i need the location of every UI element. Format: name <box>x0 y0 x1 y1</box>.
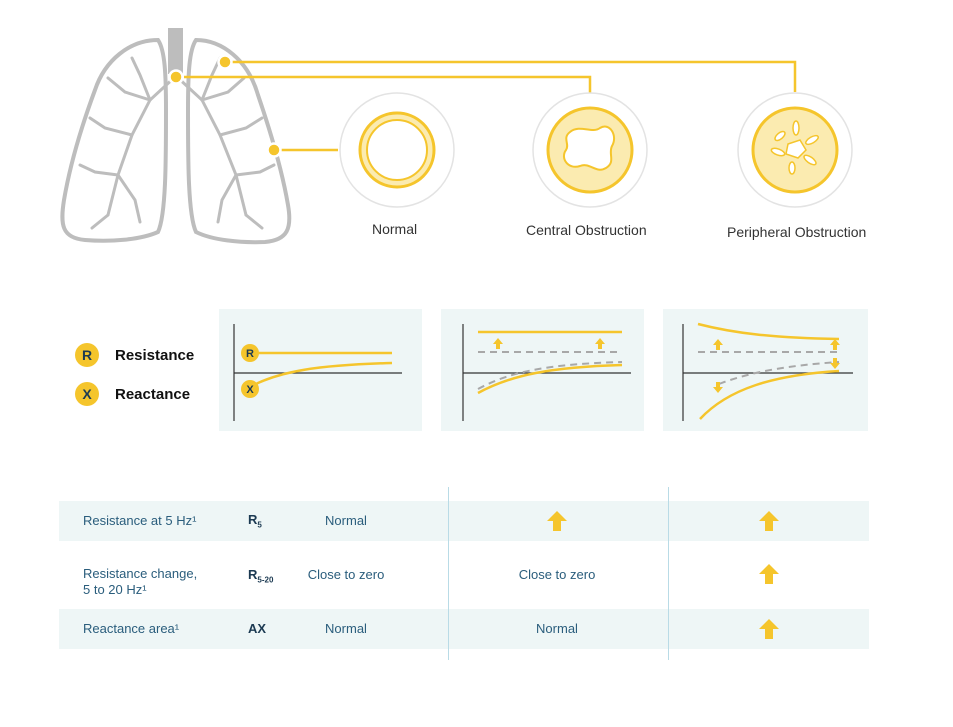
bronchial-tree <box>78 56 276 230</box>
reactance-lowered-curve <box>699 369 840 420</box>
resistance-label: Resistance <box>115 346 195 364</box>
row-central-value: Normal <box>536 621 578 636</box>
reactance-curve-central <box>477 363 623 395</box>
row-symbol: AX <box>248 621 267 636</box>
graph-normal: R X <box>233 324 402 421</box>
down-arrow-icon <box>830 358 840 369</box>
graph-peripheral <box>682 322 853 421</box>
table-row-band <box>59 501 869 541</box>
graph-panel-normal: R X <box>219 309 422 431</box>
central-obstructed-lumen <box>562 125 616 171</box>
label-central-obstruction: Central Obstruction <box>526 222 647 238</box>
label-normal: Normal <box>372 221 418 237</box>
peripheral-obstructed-lumen <box>770 120 819 175</box>
reactance-badge: X <box>75 382 99 406</box>
connector-central <box>184 75 592 95</box>
resistance-elevated-curve <box>697 322 840 341</box>
row-central-value: Close to zero <box>518 567 596 582</box>
airway-central-obstruction <box>532 92 648 208</box>
airway-peripheral-obstruction <box>737 92 853 208</box>
graph-panel-peripheral <box>663 309 868 431</box>
right-lung-outline <box>185 37 292 245</box>
table-row-band <box>59 609 869 649</box>
column-divider <box>448 487 449 660</box>
reactance-curve <box>249 361 393 389</box>
r-marker: R <box>246 348 254 360</box>
reactance-label: Reactance <box>115 385 191 403</box>
graph-central <box>462 324 631 421</box>
graph-panel-central <box>441 309 644 431</box>
trachea <box>168 28 183 74</box>
legend-resistance: R Resistance <box>75 343 194 367</box>
dot-normal <box>266 142 282 158</box>
up-arrow-icon <box>830 339 840 350</box>
row-label: Reactance area¹ <box>83 621 180 636</box>
row-normal-value: Close to zero <box>307 567 385 582</box>
up-arrow-icon <box>547 511 567 531</box>
row-normal-value: Normal <box>325 621 367 636</box>
up-arrow-icon <box>759 511 779 531</box>
connector-peripheral <box>232 60 797 92</box>
x-marker: X <box>246 384 254 396</box>
dot-central <box>168 69 184 85</box>
down-arrow-icon <box>713 382 723 393</box>
legend-reactance: X Reactance <box>75 382 190 406</box>
left-lung-outline <box>60 37 169 243</box>
row-normal-value: Normal <box>325 513 367 528</box>
up-arrow-icon <box>759 564 779 584</box>
up-arrow-icon <box>759 619 779 639</box>
label-peripheral-obstruction: Peripheral Obstruction <box>727 224 867 240</box>
resistance-badge: R <box>75 343 99 367</box>
up-arrow-icon <box>595 338 605 349</box>
dot-peripheral <box>217 54 233 70</box>
lungs-illustration <box>60 28 292 245</box>
connector-lines <box>184 60 797 152</box>
row-label: Resistance at 5 Hz¹ <box>83 513 197 528</box>
up-arrow-icon <box>713 339 723 350</box>
up-arrow-icon <box>493 338 503 349</box>
column-divider <box>668 487 669 660</box>
normal-airway-lumen <box>366 119 428 181</box>
row-symbol: R5 <box>248 512 262 530</box>
airway-normal <box>339 92 455 208</box>
row-label: Resistance change, 5 to 20 Hz¹ <box>83 566 198 597</box>
row-symbol: R5-20 <box>248 567 274 585</box>
reactance-dashed-reference <box>718 361 840 385</box>
reactance-dashed-reference <box>477 361 623 390</box>
airway-location-dots <box>168 54 282 158</box>
